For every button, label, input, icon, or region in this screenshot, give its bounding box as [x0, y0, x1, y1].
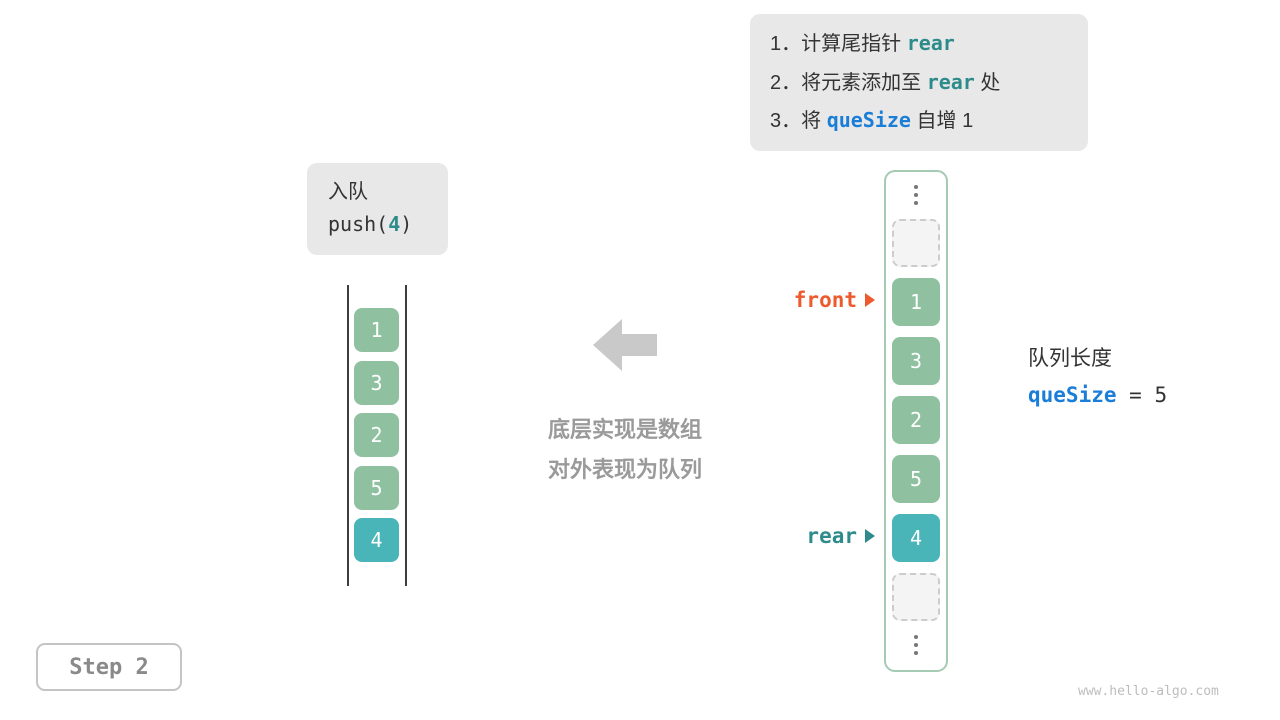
quesize-value: queSize = 5 [1028, 377, 1167, 413]
caption-line-2: 对外表现为队列 [547, 457, 702, 482]
rear-code-token: rear [906, 31, 955, 55]
push-code-prefix: push( [328, 212, 389, 236]
queue-cell-new: 4 [354, 518, 399, 562]
push-code-suffix: ) [400, 212, 413, 236]
caption: 底层实现是数组 对外表现为队列 [495, 410, 755, 490]
array-cell-new: 4 [892, 514, 940, 562]
quesize-var: queSize [1028, 383, 1117, 407]
instruction-text: 自增 1 [910, 110, 974, 132]
queue-bracket-right [405, 285, 407, 586]
rear-pointer-label: rear [740, 523, 875, 549]
instruction-text: 1．计算尾指针 [770, 33, 907, 55]
queue-bracket-left [347, 285, 349, 586]
front-pointer-label: front [740, 287, 875, 313]
empty-cell [892, 573, 940, 621]
instruction-line-1: 1．计算尾指针 rear [770, 25, 1068, 63]
instruction-line-3: 3．将 queSize 自增 1 [770, 102, 1068, 140]
array-cell: 5 [892, 455, 940, 503]
instruction-text: 2．将元素添加至 [770, 71, 927, 94]
left-arrow-icon [593, 317, 657, 378]
rear-code-token: rear [926, 69, 975, 94]
queue-cell: 3 [354, 361, 399, 405]
array-column: 1 3 2 5 4 [884, 170, 948, 672]
queue-length-block: 队列长度 queSize = 5 [1028, 341, 1167, 413]
instruction-text: 3．将 [770, 110, 827, 132]
front-arrow-icon [865, 293, 875, 307]
array-cell: 3 [892, 337, 940, 385]
ellipsis-icon [914, 182, 918, 208]
array-cell: 1 [892, 278, 940, 326]
rear-pointer-text: rear [806, 524, 857, 548]
front-pointer-text: front [793, 288, 857, 312]
quesize-code-token: queSize [826, 108, 911, 132]
step-badge: Step 2 [36, 643, 182, 691]
watermark: www.hello-algo.com [1078, 684, 1219, 699]
instruction-box: 1．计算尾指针 rear 2．将元素添加至 rear 处 3．将 queSize… [750, 14, 1088, 151]
array-cell: 2 [892, 396, 940, 444]
queue-cell: 2 [354, 413, 399, 457]
instruction-line-2: 2．将元素添加至 rear 处 [770, 64, 1068, 102]
rear-arrow-icon [865, 529, 875, 543]
queue-length-label: 队列长度 [1028, 347, 1112, 370]
caption-line-1: 底层实现是数组 [547, 417, 702, 442]
step-label: Step 2 [69, 654, 149, 680]
queue-cell: 1 [354, 308, 399, 352]
push-value: 4 [388, 212, 401, 236]
ellipsis-icon [914, 632, 918, 658]
queue-cell: 5 [354, 466, 399, 510]
instruction-text: 处 [974, 71, 1001, 94]
enqueue-operation-box: 入队 push(4) [307, 163, 448, 255]
empty-cell [892, 219, 940, 267]
enqueue-title: 入队 [328, 181, 368, 203]
quesize-equals: = 5 [1116, 383, 1168, 407]
push-call-code: push(4) [328, 208, 448, 240]
